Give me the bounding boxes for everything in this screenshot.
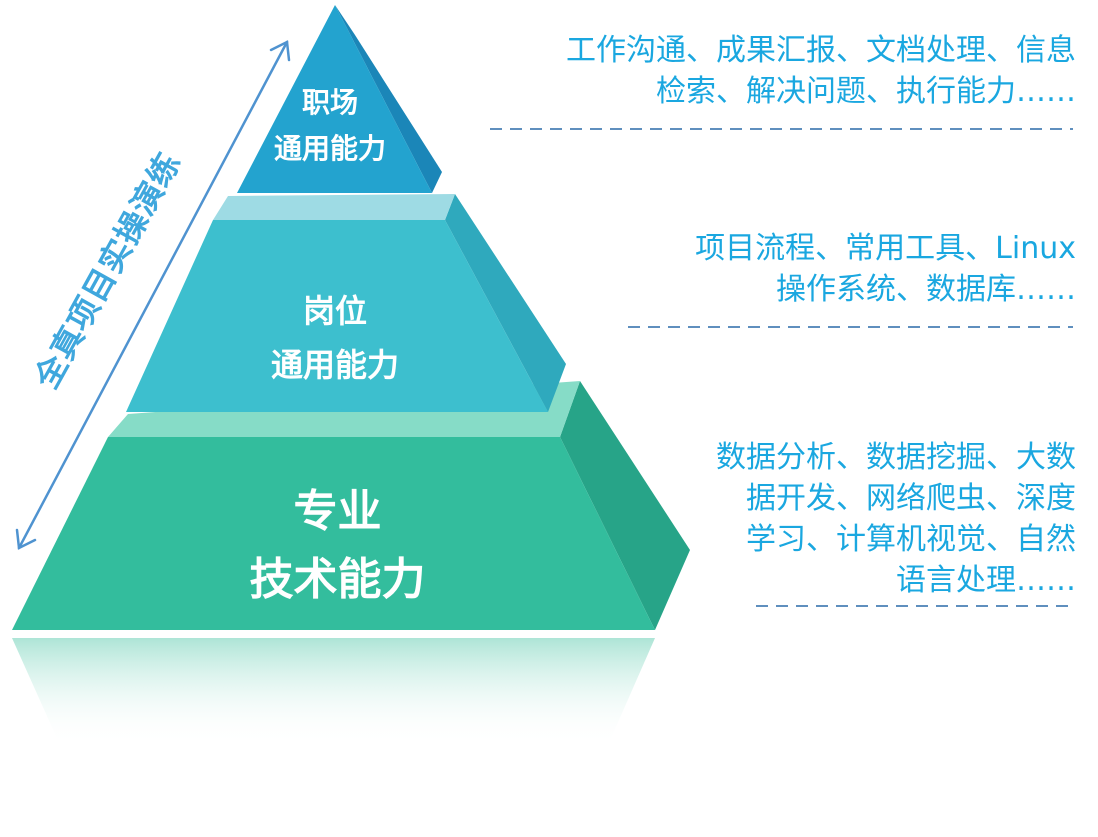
bottom-tier-description: 数据分析、数据挖掘、大数 据开发、网络爬虫、深度 学习、计算机视觉、自然 语言处… xyxy=(716,437,1076,601)
bottom-desc-line-3: 学习、计算机视觉、自然 xyxy=(746,522,1076,557)
bottom-desc-line-2: 据开发、网络爬虫、深度 xyxy=(746,481,1076,516)
middle-tier-ledge xyxy=(213,194,455,220)
bottom-tier-label: 专业 技术能力 xyxy=(210,478,465,614)
top-tier-face xyxy=(237,5,432,193)
bottom-desc-line-4: 语言处理…… xyxy=(896,563,1076,598)
top-tier-line1: 职场 xyxy=(301,86,358,119)
bottom-tier-side xyxy=(560,381,690,630)
top-tier-side xyxy=(335,5,442,193)
bottom-tier-line1: 专业 xyxy=(293,486,382,537)
top-desc-line-1: 工作沟通、成果汇报、文档处理、信息 xyxy=(566,33,1076,68)
middle-desc-line-2: 操作系统、数据库…… xyxy=(776,272,1076,307)
bottom-tier-face xyxy=(12,437,655,630)
middle-desc-line-1: 项目流程、常用工具、Linux xyxy=(695,231,1076,266)
bottom-tier-line2: 技术能力 xyxy=(249,554,426,605)
bottom-desc-line-1: 数据分析、数据挖掘、大数 xyxy=(716,440,1076,475)
middle-tier-line2: 通用能力 xyxy=(270,346,399,384)
double-arrow-icon xyxy=(15,40,291,550)
middle-tier-label: 岗位 通用能力 xyxy=(235,284,435,392)
pyramid-reflection xyxy=(12,638,655,745)
middle-tier-description: 项目流程、常用工具、Linux 操作系统、数据库…… xyxy=(695,228,1076,310)
middle-tier-side xyxy=(445,194,566,412)
top-desc-line-2: 检索、解决问题、执行能力…… xyxy=(656,74,1076,109)
middle-tier-face xyxy=(126,220,548,412)
top-tier-description: 工作沟通、成果汇报、文档处理、信息 检索、解决问题、执行能力…… xyxy=(566,30,1076,112)
middle-tier-line1: 岗位 xyxy=(302,292,367,330)
top-tier-label: 职场 通用能力 xyxy=(255,80,405,172)
top-tier-line2: 通用能力 xyxy=(273,132,386,165)
